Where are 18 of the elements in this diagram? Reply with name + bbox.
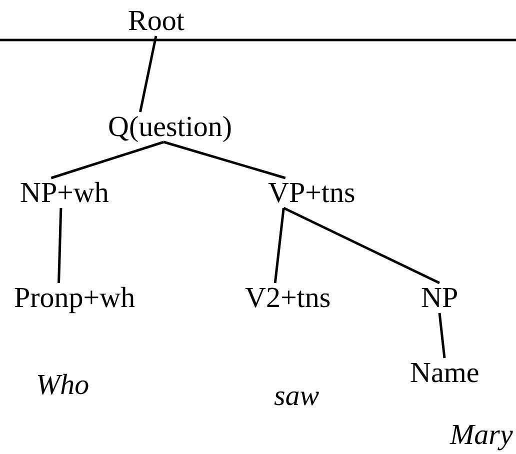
- tree-node-label: NP: [421, 283, 458, 313]
- tree-node-label: Root: [128, 6, 184, 36]
- tree-branch: [438, 312, 446, 358]
- tree-node-label: V2+tns: [245, 283, 331, 313]
- word-label: saw: [274, 381, 320, 411]
- tree-branch: [163, 140, 286, 180]
- word-label: Who: [36, 370, 90, 400]
- word-label: Mary: [450, 420, 513, 450]
- tree-branch: [139, 36, 158, 112]
- tree-node-label: NP+wh: [20, 178, 109, 208]
- tree-node-label: Name: [410, 358, 480, 388]
- tree-branch: [283, 206, 440, 284]
- tree-branch: [58, 208, 62, 284]
- tree-branch: [50, 140, 164, 180]
- tree-node-label: VP+tns: [268, 178, 356, 208]
- tree-node-label: Pronp+wh: [14, 283, 136, 313]
- tree-branch: [274, 208, 285, 284]
- tree-node-label: Q(uestion): [108, 112, 232, 142]
